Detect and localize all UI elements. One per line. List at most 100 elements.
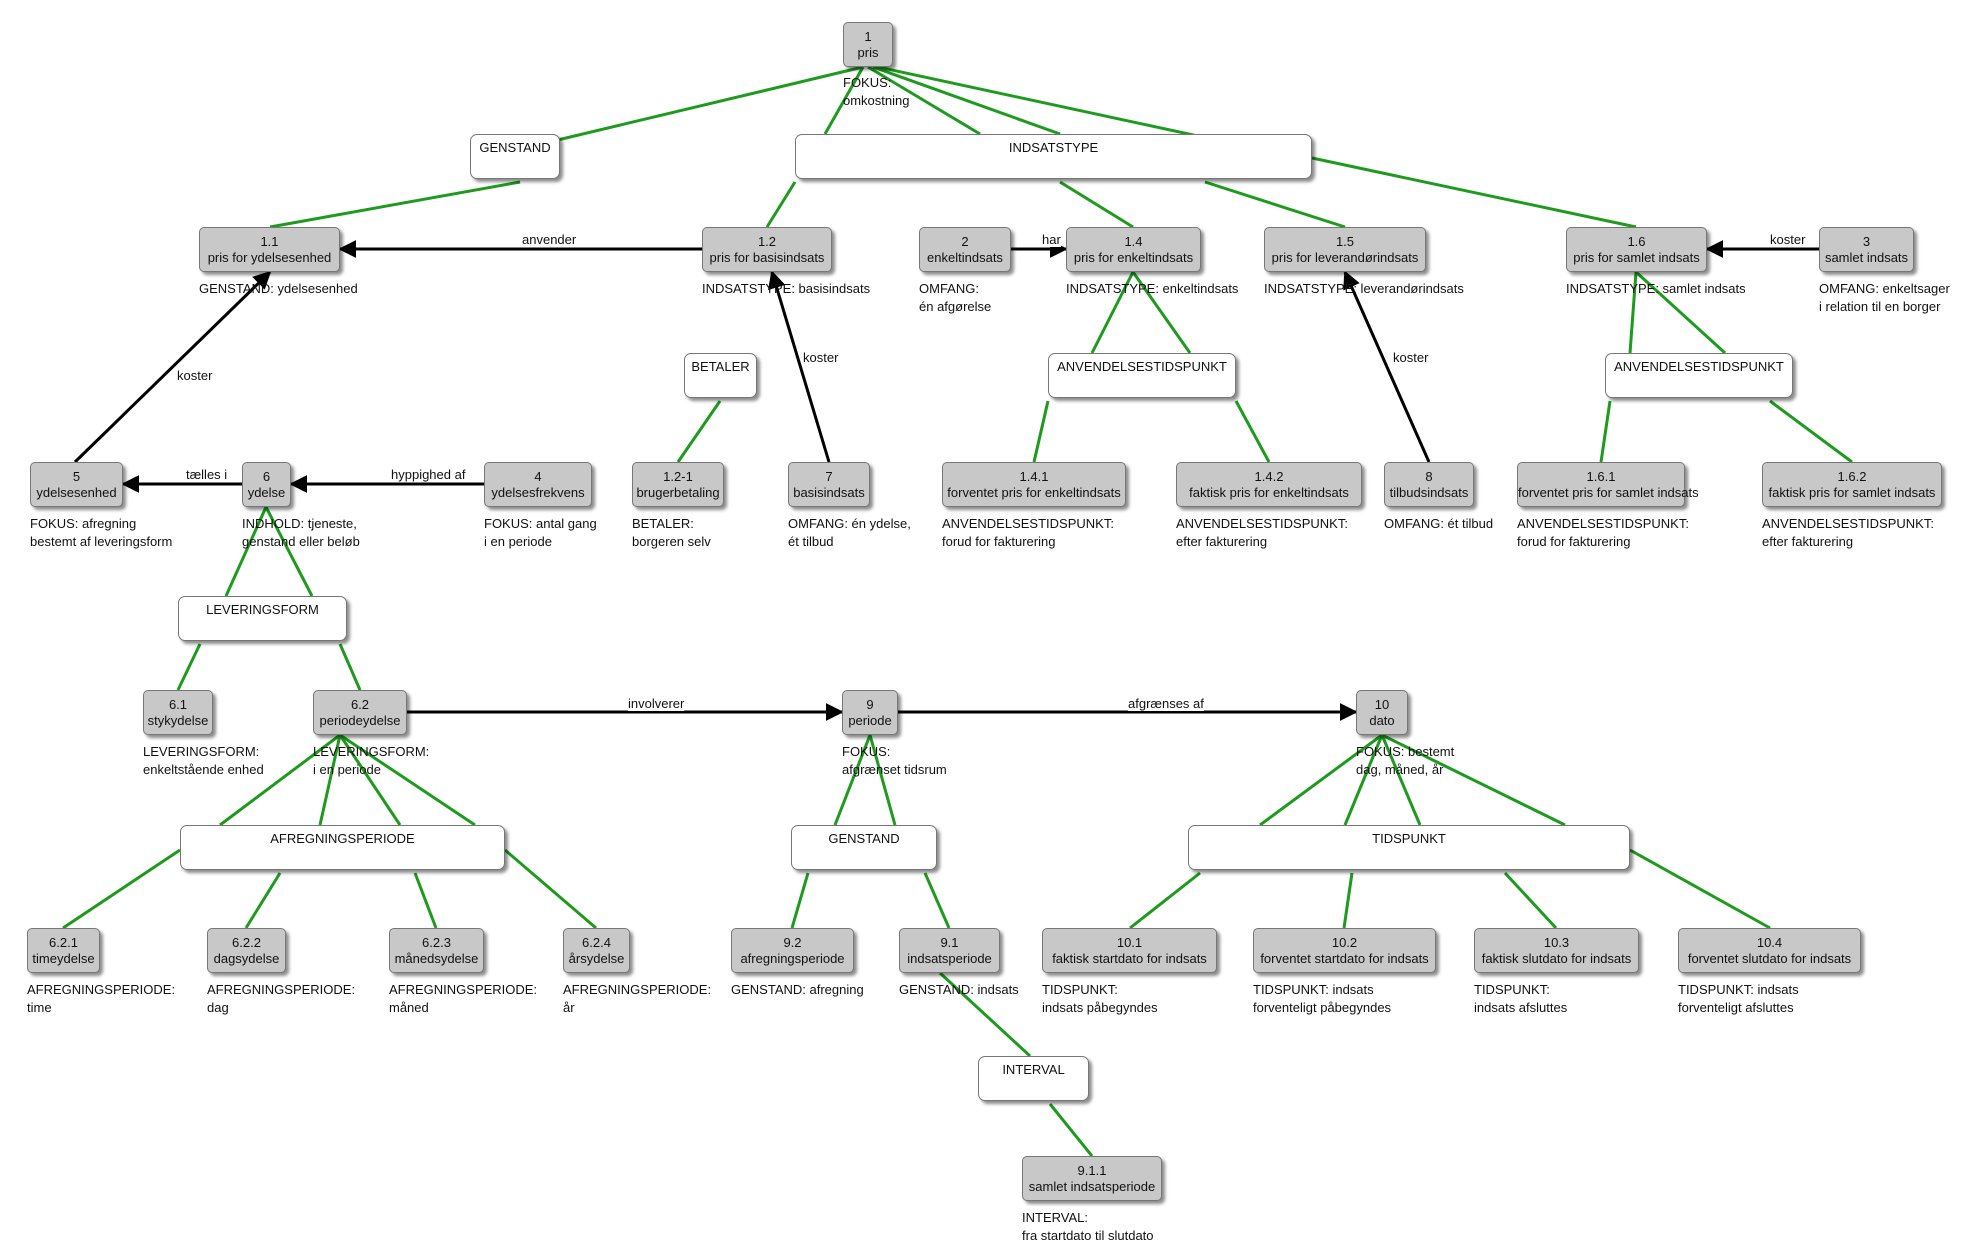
concept-term: årsydelse	[568, 951, 625, 966]
concept-term: ydelsesfrekvens	[491, 485, 585, 500]
characteristic-line: FOKUS: afregning	[30, 516, 137, 531]
concept-term: faktisk pris for enkeltindsats	[1189, 485, 1349, 500]
concept-term: tilbudsindsats	[1389, 485, 1469, 500]
concept-number: 1.1	[260, 234, 279, 249]
facet-box[interactable]: INDSATSTYPE	[795, 134, 1312, 179]
concept-number: 6.2.1	[49, 935, 78, 950]
characteristic-line: TIDSPUNKT:	[1042, 982, 1118, 997]
facet-box[interactable]: GENSTAND	[470, 134, 560, 179]
facet-box[interactable]: INTERVAL	[978, 1056, 1089, 1101]
facet-box[interactable]: ANVENDELSESTIDSPUNKT	[1605, 353, 1793, 398]
generalization-line	[1629, 848, 1771, 930]
concept-term: forventet startdato for indsats	[1260, 951, 1429, 966]
facet-box[interactable]: TIDSPUNKT	[1188, 825, 1630, 870]
concept-number: 8	[1425, 469, 1433, 484]
relation-label: anvender	[522, 232, 577, 247]
characteristic-line: omkostning	[843, 93, 910, 108]
characteristic-note: OMFANG: ét tilbud	[1384, 515, 1493, 533]
concept-number: 1.6	[1627, 234, 1646, 249]
concept-term: dagsydelse	[213, 951, 280, 966]
characteristic-line: fra startdato til slutdato	[1022, 1228, 1154, 1243]
facet-box[interactable]: AFREGNINGSPERIODE	[180, 825, 505, 870]
characteristic-line: FOKUS:	[843, 75, 892, 90]
characteristic-note: BETALER:borgeren selv	[632, 515, 711, 551]
concept-number: 10.4	[1756, 935, 1783, 950]
relation-label: involverer	[628, 696, 685, 711]
characteristic-note: ANVENDELSESTIDSPUNKT:efter fakturering	[1176, 515, 1348, 551]
generalization-line	[338, 643, 362, 691]
characteristic-line: forud for fakturering	[942, 534, 1056, 549]
characteristic-line: indsats påbegyndes	[1042, 1000, 1158, 1015]
concept-number: 1.4.1	[1019, 469, 1049, 484]
relation-label: koster	[177, 368, 213, 383]
generalization-line	[1048, 1103, 1094, 1157]
concept-term: periode	[848, 713, 892, 728]
characteristic-line: ANVENDELSESTIDSPUNKT:	[942, 516, 1114, 531]
generalization-line	[504, 848, 597, 930]
concept-number: 2	[961, 234, 969, 249]
concept-term: forventet pris for enkeltindsats	[947, 485, 1121, 500]
concept-number: 6.2.2	[232, 935, 261, 950]
characteristic-note: LEVERINGSFORM:i en periode	[313, 743, 429, 779]
generalization-line	[1380, 734, 1422, 826]
facet-box[interactable]: LEVERINGSFORM	[178, 596, 347, 641]
concept-term: samlet indsatsperiode	[1028, 1179, 1156, 1194]
concept-number: 10.3	[1543, 935, 1570, 950]
concept-number: 5	[72, 469, 81, 484]
characteristic-note: AFREGNINGSPERIODE:år	[563, 981, 711, 1017]
concept-number: 10.2	[1331, 935, 1358, 950]
characteristic-line: FOKUS: antal gang	[484, 516, 597, 531]
characteristic-line: enkeltstående enhed	[143, 762, 264, 777]
characteristic-line: bestemt af leveringsform	[30, 534, 173, 549]
facet-box[interactable]: BETALER	[684, 353, 757, 398]
generalization-line	[219, 733, 341, 827]
concept-number: 1.2-1	[663, 469, 693, 484]
facet-box[interactable]: ANVENDELSESTIDSPUNKT	[1048, 353, 1236, 398]
characteristic-note: INTERVAL:fra startdato til slutdato	[1022, 1209, 1154, 1245]
generalization-line	[676, 400, 722, 463]
concept-number: 6.2	[350, 697, 370, 712]
generalization-line	[1234, 400, 1271, 463]
generalization-line	[264, 506, 314, 597]
concept-term: pris for samlet indsats	[1573, 250, 1700, 265]
concept-term: månedsydelse	[394, 951, 479, 966]
facet-box[interactable]: GENSTAND	[791, 825, 937, 870]
concept-number: 6.1	[168, 697, 188, 712]
generalization-line	[1311, 156, 1637, 229]
